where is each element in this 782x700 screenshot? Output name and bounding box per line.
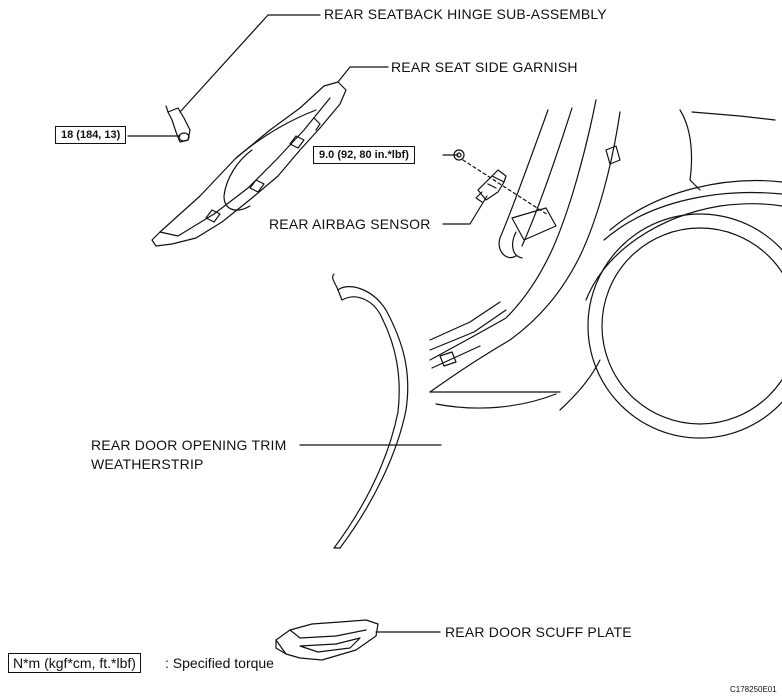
leader-lines (127, 14, 549, 633)
scuff-plate-part (275, 619, 379, 661)
legend-description: : Specified torque (165, 655, 274, 671)
figure-code: C178250E01 (730, 685, 777, 694)
weatherstrip-part (332, 273, 409, 549)
label-weatherstrip-line1: REAR DOOR OPENING TRIM (91, 437, 287, 453)
torque-hinge: 18 (184, 13) (55, 126, 127, 144)
seat-side-garnish-part (151, 81, 347, 247)
label-rear-airbag-sensor: REAR AIRBAG SENSOR (269, 216, 431, 232)
airbag-sensor-part (475, 169, 507, 203)
vehicle-body (429, 99, 782, 439)
seatback-hinge-part (165, 105, 191, 143)
label-rear-door-scuff-plate: REAR DOOR SCUFF PLATE (445, 624, 632, 640)
torque-sensor: 9.0 (92, 80 in.*lbf) (313, 146, 415, 164)
label-rear-seat-side-garnish: REAR SEAT SIDE GARNISH (391, 59, 578, 75)
legend-torque-units: N*m (kgf*cm, ft.*lbf) (8, 653, 141, 673)
label-rear-seatback-hinge: REAR SEATBACK HINGE SUB-ASSEMBLY (324, 6, 607, 22)
clip-nut-part (453, 149, 465, 161)
label-weatherstrip-line2: WEATHERSTRIP (91, 456, 204, 472)
